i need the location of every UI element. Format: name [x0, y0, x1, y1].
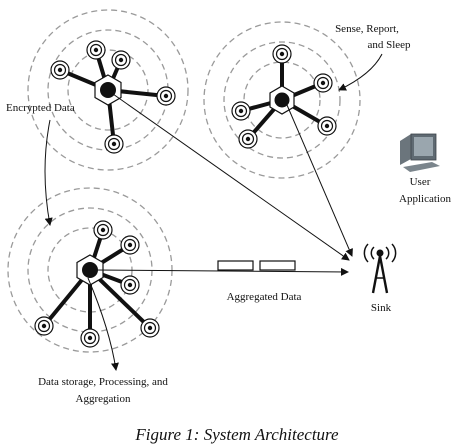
sensor-node: [313, 73, 333, 93]
data-packet: [217, 260, 254, 271]
sensor-node: [50, 60, 70, 80]
arrow-cluster3-to-sink: [95, 267, 349, 276]
arrow-cluster1-to-sink: [112, 93, 350, 261]
computer-icon: [400, 133, 440, 172]
sensor-node: [120, 235, 140, 255]
callout-sense-report: [338, 53, 383, 91]
label-storage-line1: Data storage, Processing, and: [38, 376, 168, 388]
sensor-node: [140, 318, 160, 338]
sensor-node: [272, 44, 292, 64]
label-sense-report: Sense, Report,: [335, 23, 399, 35]
sensor-node: [111, 50, 131, 70]
sensor-node: [80, 328, 100, 348]
sensor-node: [317, 116, 337, 136]
label-aggregated-data: Aggregated Data: [227, 291, 302, 303]
label-sink: Sink: [371, 302, 392, 314]
sensor-node: [120, 275, 140, 295]
sensor-node: [86, 40, 106, 60]
sensor-node: [156, 86, 176, 106]
label-application: Application: [399, 193, 451, 205]
sensor-node: [231, 101, 251, 121]
sensor-node: [104, 134, 124, 154]
sensor-node: [238, 129, 258, 149]
label-encrypted-data: Encrypted Data: [6, 102, 75, 114]
cluster-top-left: [27, 9, 189, 171]
label-storage-line2: Aggregation: [76, 393, 131, 405]
callout-encrypted-data: [44, 119, 53, 226]
sensor-node: [93, 220, 113, 240]
arrow-cluster2-to-sink: [286, 104, 353, 257]
sink-antenna-icon: [363, 243, 397, 294]
figure-caption: Figure 1: System Architecture: [134, 425, 339, 444]
sensor-node: [34, 316, 54, 336]
label-user: User: [410, 176, 431, 188]
label-sense-sleep: and Sleep: [367, 39, 411, 51]
callout-storage: [87, 277, 119, 371]
data-packet: [259, 260, 296, 271]
cluster-top-right: [203, 21, 361, 179]
